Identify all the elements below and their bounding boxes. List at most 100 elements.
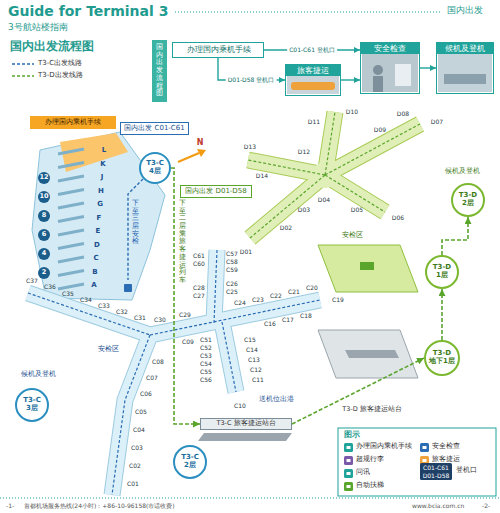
gate-number: C18 [300, 313, 312, 320]
gate-number: C59 [226, 267, 238, 274]
node-label: T3-C 2层 [176, 454, 204, 469]
gate-number: C01 [127, 481, 139, 488]
page-title: Guide for Terminal 3 [8, 3, 168, 19]
counter-row-letter: E [96, 227, 101, 235]
gate-number: C25 [226, 289, 238, 296]
route-arrow [442, 217, 468, 255]
gate-number: C21 [288, 289, 300, 296]
gate-number: C24 [234, 300, 246, 307]
gate-number: C30 [154, 317, 166, 324]
gate-number: C05 [135, 409, 147, 416]
header-rule [175, 12, 440, 13]
process-box: 候机及登机 [436, 42, 494, 94]
legend-frame [338, 428, 496, 496]
pier-floor [248, 112, 420, 238]
counter-island-number: 12 [39, 174, 48, 181]
process-box: 办理国内乘机手续 [172, 42, 264, 58]
gate-number: C56 [200, 377, 212, 384]
pier-outline [248, 112, 420, 238]
counter-island-number: 8 [42, 212, 47, 219]
island-badge [38, 191, 50, 203]
legend-text: T3-D出发线路 [38, 71, 83, 79]
area-label: 安检区 [98, 346, 119, 353]
legend-icon-mark [423, 446, 427, 449]
node-label: 办理国内乘机手续 [187, 45, 251, 54]
gate-number: D01 [240, 249, 252, 256]
process-box: 旅客捷运 [285, 64, 341, 96]
gate-number: C22 [270, 293, 282, 300]
gate-number: D06 [392, 215, 404, 222]
area-label: 候机及登机 [21, 371, 56, 378]
platform-label: T3-D 旅客捷运站台 [342, 406, 402, 413]
gate-number: C06 [140, 391, 152, 398]
gate-number: D03 [298, 207, 310, 214]
gate-number: C12 [250, 367, 262, 374]
gate-number: C03 [131, 445, 143, 452]
north-label: N [197, 138, 204, 147]
gate-number: D02 [280, 225, 292, 232]
gate-number: D09 [374, 127, 386, 134]
website: www.bcia.com.cn [412, 503, 464, 510]
gate-number: C11 [252, 377, 264, 384]
gate-number: C08 [152, 359, 164, 366]
floor-badge: T3-C 2层 [173, 445, 207, 479]
legend-icon-mark [347, 485, 351, 488]
floor-badge: T3-D 2层 [451, 183, 485, 217]
island-badge [38, 248, 50, 260]
area-callout: 办理国内乘机手续 [30, 116, 116, 129]
legend-icon-mark [347, 459, 351, 462]
legend-text: T3-C出发线路 [38, 59, 82, 67]
legend-text: 问讯 [356, 468, 370, 476]
legend-icon-mark [347, 446, 351, 449]
gate-number: C60 [193, 261, 205, 268]
counter-row-letter: F [97, 213, 102, 221]
platform-band: T3-C 旅客捷运站台 [200, 418, 292, 430]
legend-sample [420, 443, 429, 452]
gate-number: C23 [252, 297, 264, 304]
edge-label: C01-C61 登机口 [287, 47, 337, 54]
page-number: -1- [6, 503, 14, 510]
legend-sample [12, 72, 34, 80]
flow-band: 国内出发流程图 [152, 40, 167, 102]
gate-number: C35 [62, 291, 74, 298]
gate-number: C33 [98, 303, 110, 310]
node-label: 旅客捷运 [297, 66, 329, 75]
security-icon [360, 262, 374, 270]
gate-number: C29 [179, 312, 191, 319]
gate-number: C53 [200, 353, 212, 360]
gate-number: D11 [308, 119, 320, 126]
page-number: -2- [482, 503, 490, 510]
flow-arrow [420, 67, 436, 68]
gate-number: C17 [282, 317, 294, 324]
route-arrow [441, 289, 443, 340]
legend-sample [344, 456, 353, 465]
floor-plate [318, 330, 418, 378]
area-label: 送机位出港 [259, 396, 294, 403]
gate-icon-text: C01-C61 [423, 465, 449, 472]
gate-number: C37 [26, 278, 38, 285]
legend-text: 安全检查 [432, 442, 460, 450]
counter-row-letter: A [91, 281, 96, 289]
gate-icon [420, 463, 452, 480]
checkin-islands [58, 149, 84, 289]
legend-icon [344, 443, 353, 452]
counter-row-letter: J [101, 173, 104, 181]
legend-icon-mark [423, 459, 427, 462]
node-label: T3-D 2层 [454, 192, 482, 207]
area-label: 候机及登机 [445, 168, 480, 175]
island-badge [38, 210, 50, 222]
node-label: T3-D 1层 [428, 264, 456, 279]
gate-number: C31 [134, 315, 146, 322]
counter-island-number: 6 [42, 231, 47, 238]
gate-number: C54 [200, 361, 212, 368]
legend-text: 登机口 [456, 466, 477, 474]
route-note: 下至二层乘旅客捷运列车 [179, 200, 186, 285]
gate-number: D14 [256, 173, 268, 180]
legend-icon [344, 482, 353, 491]
node-label: 候机及登机 [445, 44, 485, 53]
gate-number: C28 [193, 285, 205, 292]
gate-number: C36 [44, 284, 56, 291]
node-label: 国内出发 D01-D58 [185, 187, 246, 195]
